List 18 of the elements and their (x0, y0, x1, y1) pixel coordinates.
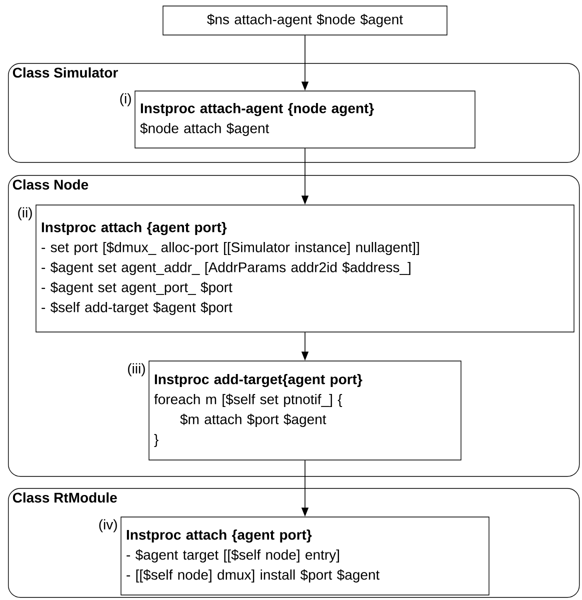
node-label: foreach m [$self set ptnotif_] { (154, 394, 342, 408)
step-label: (iii) (128, 363, 145, 376)
command-box: $ns attach-agent $node $agent (162, 6, 448, 36)
node-label: Instproc attach {agent port} (42, 222, 227, 236)
step-label: (iv) (99, 519, 117, 532)
procedure-box: Instproc add-target{agent port} foreach m [$self set ptnotif_] { $m attach $port $agent } (148, 360, 462, 460)
node-label: - $agent set agent_addr_ [AddrParams addr2id $address_] (42, 262, 410, 276)
procedure-box: Instproc attach {agent port} - $agent target [[$self node] entry] - [[$self node] dmux] install $port $agent (120, 516, 490, 596)
node-label: - $agent set agent_port_ $port (42, 282, 232, 296)
node-label: - $self add-target $agent $port (42, 302, 232, 316)
node-label: $m attach $port $agent (180, 414, 326, 428)
node-label: } (154, 434, 158, 448)
step-label: (i) (120, 93, 131, 106)
node-label: - set port [$dmux_ alloc-port [[Simulator instance] nullagent]] (42, 242, 419, 256)
node-label: Instproc add-target{agent port} (154, 374, 362, 388)
procedure-box: Instproc attach {agent port} - set port [$dmux_ alloc-port [[Simulator instance] nullagent]] - $agent set agent_addr_ [AddrParams addr2id $address_] - $agent set agent_port_ $port - $self add-target $agent $port (36, 204, 574, 332)
procedure-box: Instproc attach-agent {node agent} $node attach $agent (134, 90, 476, 148)
step-label: (ii) (18, 207, 32, 220)
